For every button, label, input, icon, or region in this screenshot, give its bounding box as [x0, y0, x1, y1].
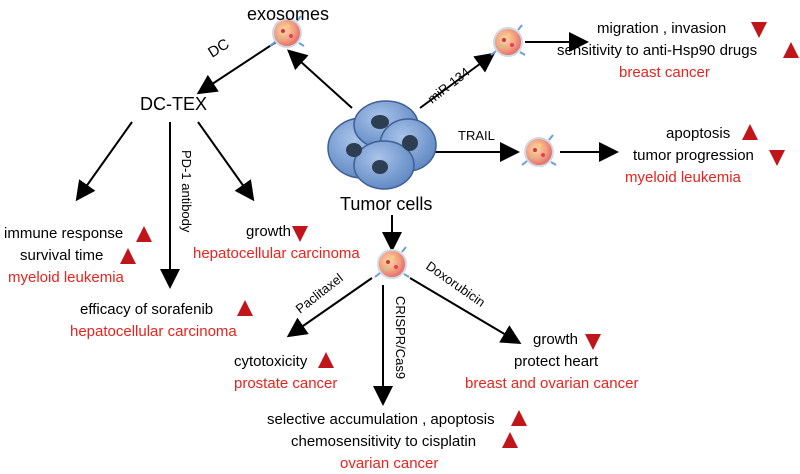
disease-hcc-2: hepatocellular carcinoma — [70, 323, 237, 340]
exosome-icon-mir134 — [490, 24, 526, 57]
arrows — [75, 32, 619, 406]
label-doxorubicin: Doxorubicin — [423, 258, 488, 310]
label-paclitaxel: Paclitaxel — [293, 270, 346, 316]
arrow-to-paclitaxel — [286, 277, 373, 338]
exosome-icon-trail — [521, 134, 557, 167]
label-mir134: miR-134 — [425, 64, 473, 106]
disease-ovarian-cancer: ovarian cancer — [340, 455, 438, 472]
outcome-cisplatin: chemosensitivity to cisplatin — [291, 433, 476, 450]
outcome-growth-hcc: growth — [246, 223, 291, 240]
outcome-cytotoxicity: cytotoxicity — [234, 353, 308, 370]
outcome-hsp90: sensitivity to anti-Hsp90 drugs — [557, 42, 757, 59]
arrow-exosome-to-dctex — [196, 41, 277, 95]
label-dc-tex: DC-TEX — [140, 94, 207, 114]
outcome-apoptosis: apoptosis — [666, 125, 730, 142]
outcome-survival-time: survival time — [20, 247, 103, 264]
arrow-to-doxorubicin — [409, 277, 522, 345]
outcome-protect-heart: protect heart — [514, 353, 599, 370]
disease-prostate-cancer: prostate cancer — [234, 375, 337, 392]
label-dc: DC — [205, 35, 233, 61]
label-pd1: PD-1 antibody — [179, 150, 194, 233]
outcome-tumor-progression: tumor progression — [633, 147, 754, 164]
label-tumor-cells: Tumor cells — [340, 194, 432, 214]
disease-myeloid-leukemia-left: myeloid leukemia — [8, 269, 125, 286]
disease-myeloid-leukemia-right: myeloid leukemia — [625, 169, 742, 186]
outcome-immune-response: immune response — [4, 225, 123, 242]
tumor-cells-icon — [327, 100, 437, 190]
outcome-sorafenib: efficacy of sorafenib — [80, 301, 213, 318]
arrow-dctex-to-growth — [197, 121, 255, 202]
outcome-selective-accumulation: selective accumulation , apoptosis — [267, 411, 495, 428]
label-crispr: CRISPR/Cas9 — [393, 296, 408, 379]
arrow-tumor-to-exosome — [287, 49, 353, 109]
disease-breast-cancer: breast cancer — [619, 64, 710, 81]
outcome-growth-bo: growth — [533, 331, 578, 348]
label-exosomes: exosomes — [247, 4, 329, 24]
arrow-tumor-to-mir134 — [419, 52, 496, 109]
arrow-dctex-to-immune — [75, 121, 133, 202]
disease-hcc-1: hepatocellular carcinoma — [193, 245, 360, 262]
outcome-migration: migration , invasion — [597, 20, 726, 37]
exosome-icon-drug — [374, 246, 410, 279]
disease-breast-ovarian: breast and ovarian cancer — [465, 375, 638, 392]
label-trail: TRAIL — [458, 128, 495, 143]
